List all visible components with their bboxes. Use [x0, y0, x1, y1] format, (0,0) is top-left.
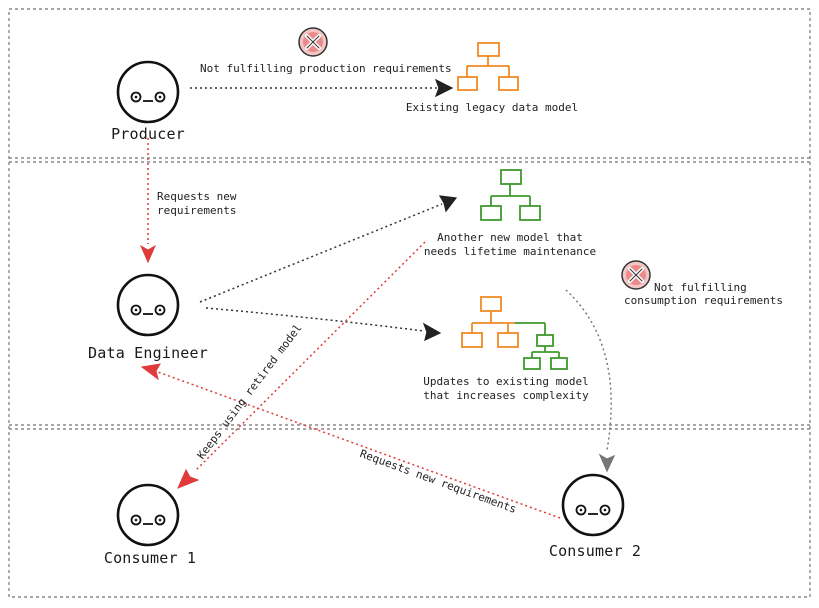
consumer1-avatar [116, 483, 180, 547]
arrow-head [434, 78, 454, 98]
producer-label: Producer [111, 125, 185, 143]
outer-frame [8, 8, 811, 598]
producer-avatar [116, 60, 180, 124]
arrow-consumer2-to-engineer [157, 371, 561, 519]
arrow-head [140, 363, 161, 381]
not-fulfilling-consumption-label-line1: Not fulfilling [654, 281, 747, 294]
arrow-engineer-to-updated-model [205, 307, 425, 332]
consumer2-label: Consumer 2 [548, 542, 642, 560]
not-fulfilling-production-label: Not fulfilling production requirements [200, 62, 452, 75]
error-x-icon [620, 259, 652, 291]
not-fulfilling-consumption-label-line2: consumption requirements [624, 294, 783, 307]
requests-new-label-line1: Requests new [157, 190, 237, 203]
updated-model-icon [461, 296, 568, 370]
requests-new-label-line2: requirements [157, 204, 237, 217]
consumer1-label: Consumer 1 [103, 549, 197, 567]
data-engineer-label: Data Engineer [88, 344, 208, 362]
legacy-model-icon [457, 42, 519, 91]
updated-model-label-line2: that increases complexity [423, 389, 589, 402]
arrow-head [438, 195, 458, 213]
new-model-icon [480, 169, 541, 221]
lane-borders [8, 8, 811, 598]
arrow-consumer1-retired-model [194, 241, 426, 472]
new-model-label-line1: Another new model that [437, 231, 583, 244]
arrow-head [422, 322, 442, 342]
consumer2-avatar [561, 473, 625, 537]
arrow-head [177, 468, 200, 489]
arrow-engineer-to-new-model [199, 203, 443, 303]
new-model-label-line2: needs lifetime maintenance [423, 245, 597, 258]
arrow-head [139, 244, 157, 264]
error-x-icon [297, 26, 329, 58]
data-engineer-avatar [116, 273, 180, 337]
arrow-head [598, 453, 616, 473]
legacy-model-label: Existing legacy data model [405, 101, 579, 114]
arrow-updated-to-consumer2 [565, 289, 612, 451]
updated-model-label-line1: Updates to existing model [423, 375, 589, 388]
